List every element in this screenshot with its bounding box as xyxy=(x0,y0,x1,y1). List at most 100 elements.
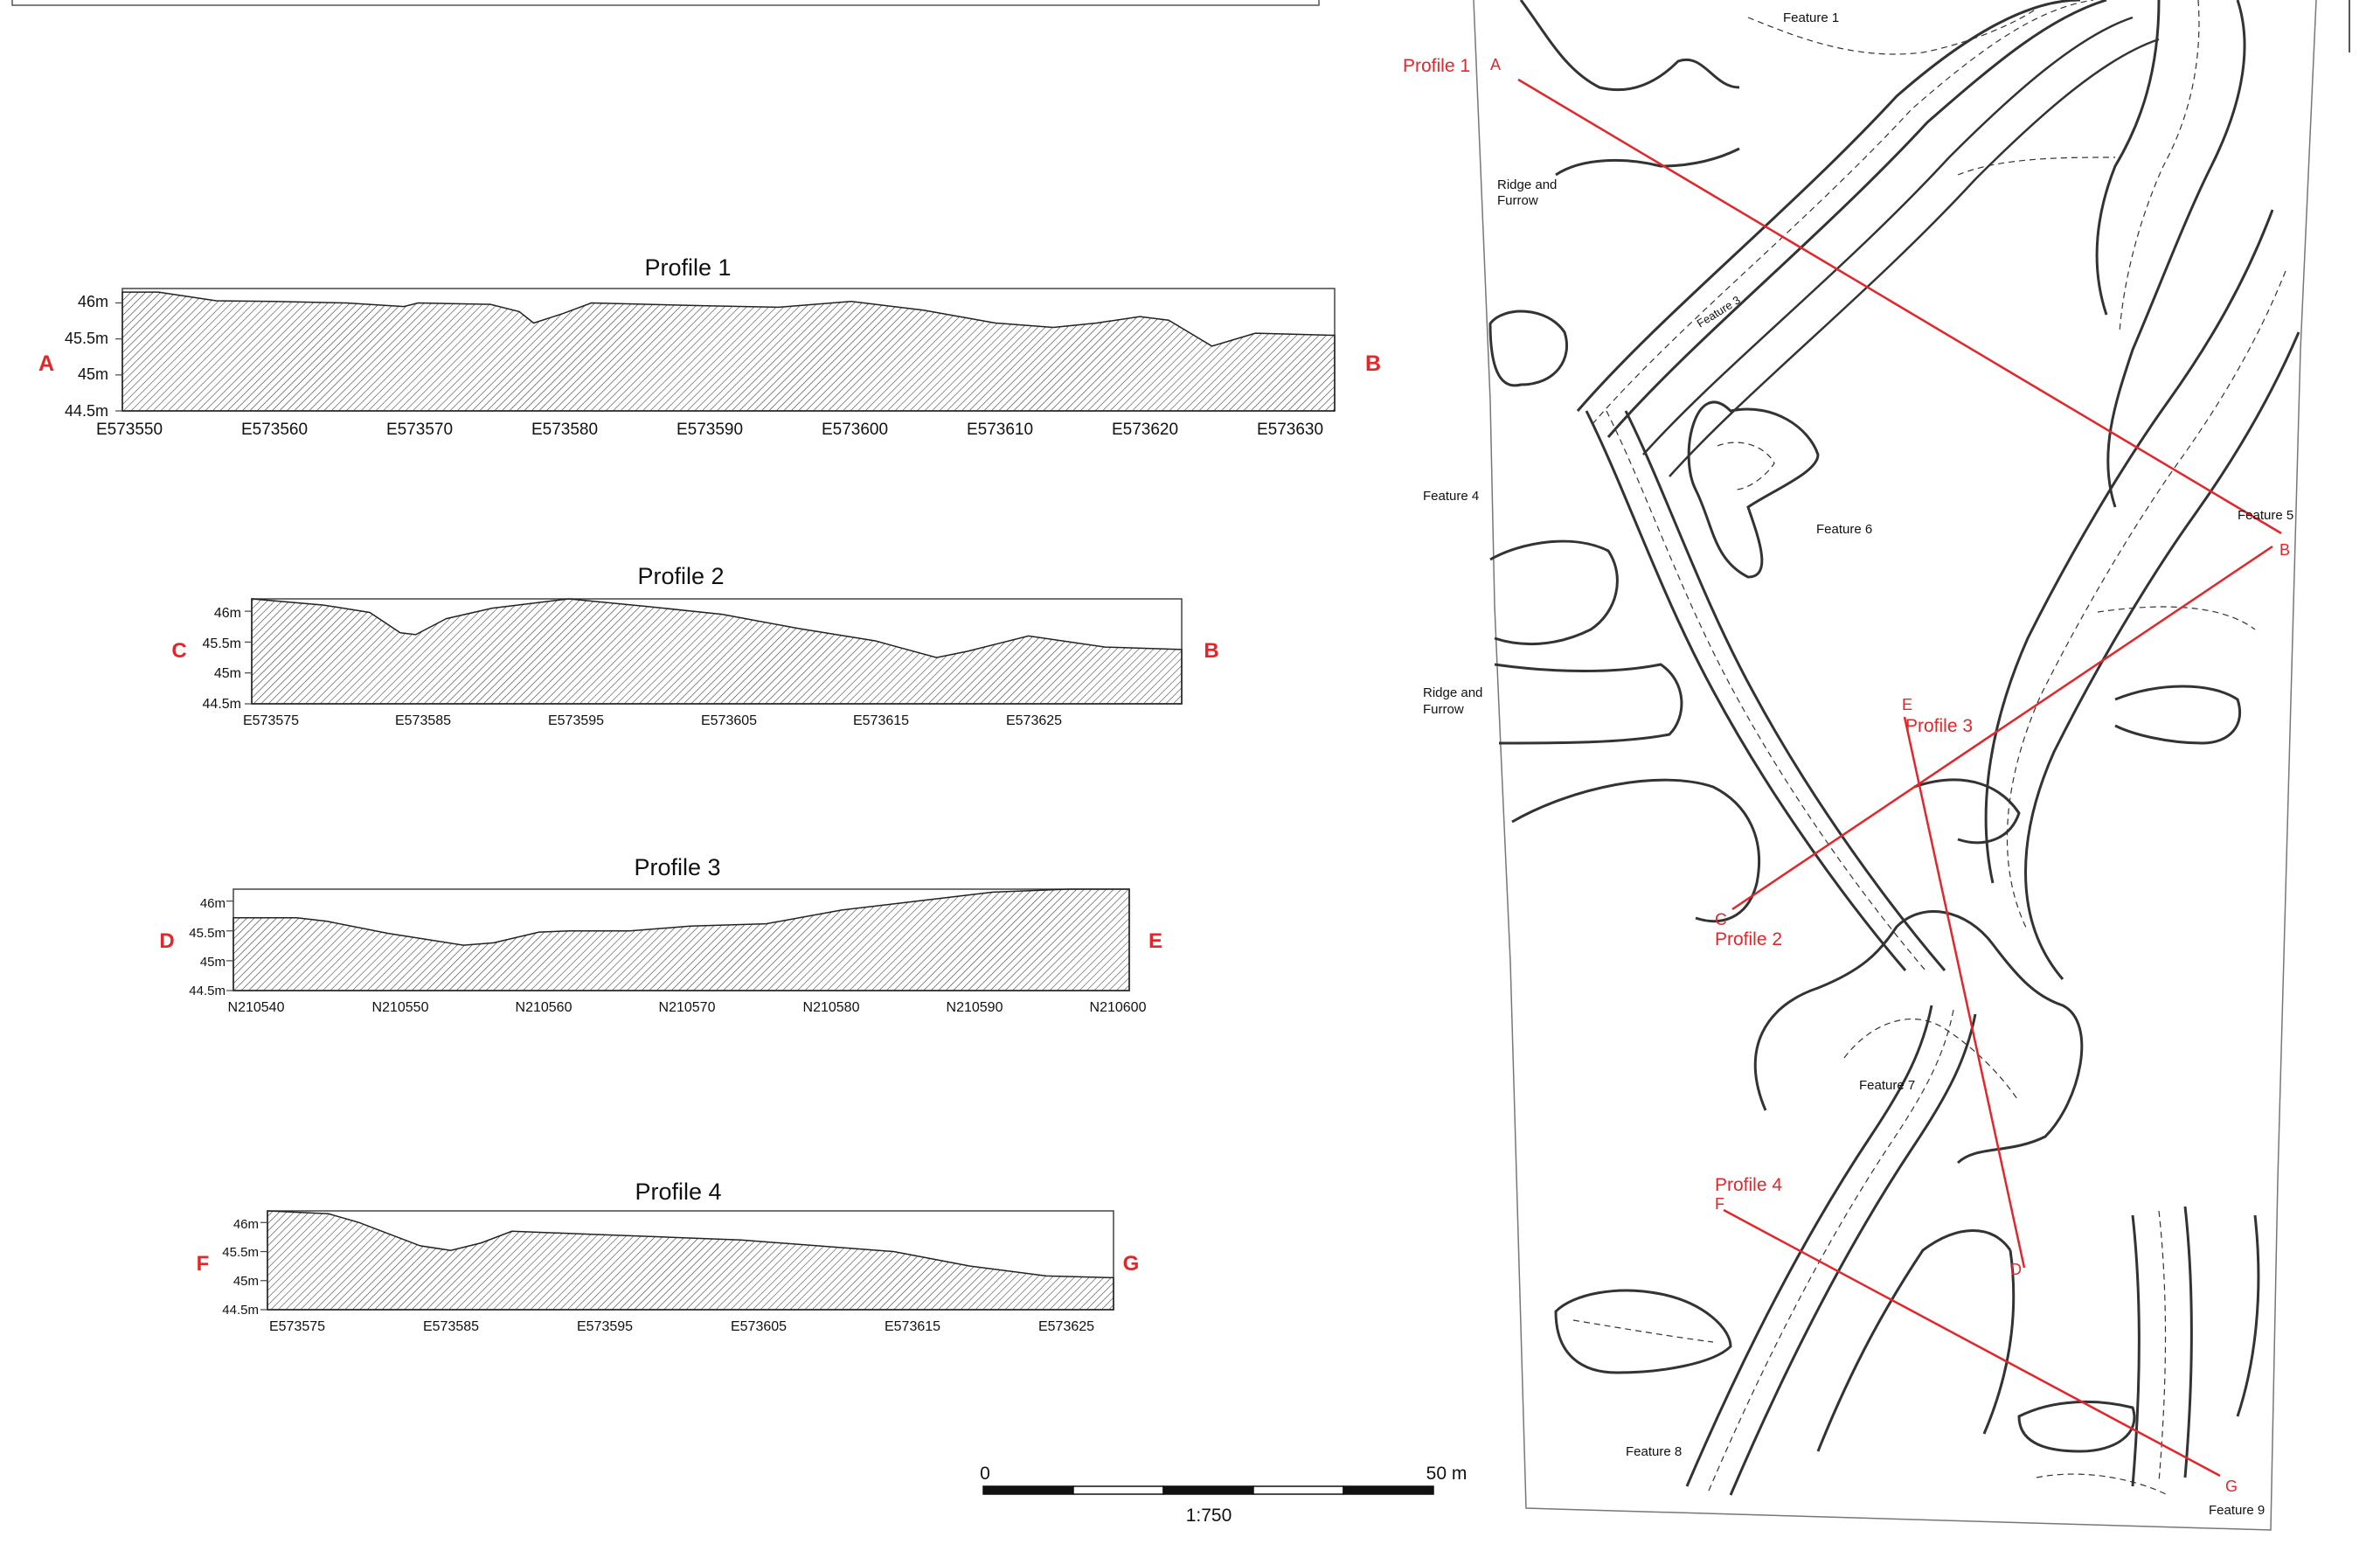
profile-2-y-tick-label: 45m xyxy=(214,666,241,681)
profile-3-x-tick-label: N210600 xyxy=(1090,1000,1147,1015)
feature-5-label: Feature 5 xyxy=(2238,508,2293,523)
map-point-d: D xyxy=(2010,1261,2022,1278)
profile-4-x-tick-label: E573615 xyxy=(885,1319,940,1334)
map-point-f: F xyxy=(1715,1195,1724,1213)
profile-3-y-tick-label: 45.5m xyxy=(189,926,226,941)
profile-3-y-tick-label: 44.5m xyxy=(189,984,226,998)
profile-4-x-axis: E573575 E573585 E573595 E573605 E573615 … xyxy=(269,1319,1094,1334)
map-point-e: E xyxy=(1902,696,1912,713)
scale-bar-segment xyxy=(1162,1485,1254,1495)
scale-bar-segment xyxy=(1343,1485,1434,1495)
map-profile-1-label: Profile 1 xyxy=(1403,56,1470,76)
profile-4-end-label: G xyxy=(1123,1252,1140,1276)
profile-1-x-tick-label: E573630 xyxy=(1257,421,1323,439)
profile-2-y-tick-label: 44.5m xyxy=(203,697,241,712)
profile-2-x-axis: E573575 E573585 E573595 E573605 E573615 … xyxy=(243,713,1062,728)
scale-bar-start: 0 xyxy=(980,1464,990,1484)
profile-3-y-tick-label: 46m xyxy=(200,896,226,911)
profile-2-x-tick-label: E573575 xyxy=(243,713,299,728)
profile-2-y-tick-label: 45.5m xyxy=(203,636,241,651)
profile-4-x-tick-label: E573595 xyxy=(577,1319,633,1334)
profile-point-labels: Profile 1 A B C Profile 2 D E Profile 3 … xyxy=(1403,56,2290,1495)
profile-1-end-label: B xyxy=(1365,351,1381,376)
profile-4-start-label: F xyxy=(197,1252,210,1276)
survey-map: Profile 1 A B C Profile 2 D E Profile 3 … xyxy=(1403,0,2350,1531)
profile-1-section-line xyxy=(1517,78,2282,535)
feature-3-bank xyxy=(1576,0,2160,477)
map-profile-3-label: Profile 3 xyxy=(1905,716,1973,736)
profile-2-end-label: B xyxy=(1204,639,1218,663)
feature-6-label: Feature 6 xyxy=(1816,522,1872,537)
profile-2-start-label: C xyxy=(171,639,186,663)
feature-7-bank xyxy=(1585,410,1946,971)
profile-1-y-tick-label: 45.5m xyxy=(65,330,108,347)
profile-1-x-tick-label: E573570 xyxy=(386,421,453,439)
profile-3-x-tick-label: N210570 xyxy=(659,1000,716,1015)
map-point-b: B xyxy=(2279,541,2290,559)
profile-3-x-tick-label: N210590 xyxy=(947,1000,1003,1015)
profile-4-y-tick-label: 46m xyxy=(233,1217,259,1232)
profile-4-x-tick-label: E573585 xyxy=(423,1319,479,1334)
map-profile-2-label: Profile 2 xyxy=(1715,929,1782,949)
profile-1-start-label: A xyxy=(38,351,54,376)
ridge-and-furrow-label-1: Ridge and xyxy=(1497,177,1557,192)
profile-3-x-tick-label: N210550 xyxy=(372,1000,429,1015)
map-boundary xyxy=(1473,0,2317,1531)
profile-3-start-label: D xyxy=(159,929,174,953)
profile-1-y-tick-label: 45m xyxy=(78,365,108,383)
profile-4-x-tick-label: E573605 xyxy=(731,1319,787,1334)
profile-4-y-tick-label: 45m xyxy=(233,1274,259,1289)
profile-2-x-tick-label: E573605 xyxy=(701,713,757,728)
ridge-and-furrow-label-2: Ridge and xyxy=(1423,685,1482,700)
profile-3-end-label: E xyxy=(1148,929,1162,953)
profile-1-x-tick-label: E573620 xyxy=(1112,421,1178,439)
profile-4-title: Profile 4 xyxy=(635,1179,721,1205)
map-profile-4-label: Profile 4 xyxy=(1715,1175,1782,1195)
feature-labels: Feature 1 Feature 3 Feature 4 Feature 5 … xyxy=(1423,10,2293,1518)
profile-2-x-tick-label: E573615 xyxy=(853,713,909,728)
profile-2: Profile 2 46m 45.5m 45m 44.5m E573575 E5… xyxy=(171,563,1218,728)
profile-1-title: Profile 1 xyxy=(644,254,731,281)
profile-4-section-line xyxy=(1723,1208,2221,1478)
feature-7-basin xyxy=(1753,910,2084,1165)
profile-2-y-axis: 46m 45.5m 45m 44.5m xyxy=(203,606,241,712)
scale-bar-segment xyxy=(1252,1485,1344,1495)
profile-1-x-tick-label: E573560 xyxy=(241,421,308,439)
feature-8-label: Feature 8 xyxy=(1626,1444,1682,1459)
profile-1-x-axis: E573550 E573560 E573570 E573580 E573590 … xyxy=(96,421,1323,439)
top-frame-fragment xyxy=(11,0,1320,6)
profile-2-x-tick-label: E573585 xyxy=(395,713,451,728)
southern-banks xyxy=(1685,1005,2016,1496)
profile-4-x-tick-label: E573625 xyxy=(1038,1319,1094,1334)
scale-bar-segment xyxy=(982,1485,1074,1495)
profile-2-section-line xyxy=(1731,545,2273,911)
feature-9-label: Feature 9 xyxy=(2209,1503,2265,1518)
profile-4-x-tick-label: E573575 xyxy=(269,1319,325,1334)
profile-2-title: Profile 2 xyxy=(637,563,724,589)
profile-2-x-tick-label: E573625 xyxy=(1006,713,1062,728)
profile-lines xyxy=(1517,78,2282,1478)
feature-8-lobe xyxy=(1554,1206,2260,1496)
profile-1-y-tick-label: 44.5m xyxy=(65,402,108,420)
profile-1-x-tick-label: E573590 xyxy=(677,421,743,439)
profile-1-terrain xyxy=(121,291,1336,412)
ridge-and-furrow-label-1: Furrow xyxy=(1497,193,1538,208)
profile-3-x-tick-label: N210560 xyxy=(516,1000,572,1015)
profile-3: Profile 3 46m 45.5m 45m 44.5m N210540 N2… xyxy=(159,854,1162,1015)
profile-2-y-tick-label: 46m xyxy=(214,606,241,621)
profile-3-y-tick-label: 45m xyxy=(200,955,226,970)
profile-3-x-tick-label: N210540 xyxy=(228,1000,285,1015)
profile-1-x-tick-label: E573600 xyxy=(822,421,888,439)
scale-ratio: 1:750 xyxy=(1186,1506,1232,1526)
profile-3-section-line xyxy=(1903,716,2026,1269)
map-point-a: A xyxy=(1490,56,1501,73)
feature-6-ring xyxy=(1488,309,2256,923)
scale-bar-segment xyxy=(1072,1485,1164,1495)
map-point-g: G xyxy=(2225,1478,2238,1495)
profile-3-x-axis: N210540 N210550 N210560 N210570 N210580 … xyxy=(228,1000,1147,1015)
profile-3-y-axis: 46m 45.5m 45m 44.5m xyxy=(189,896,226,998)
profile-1-x-tick-label: E573610 xyxy=(967,421,1033,439)
profile-4-y-axis: 46m 45.5m 45m 44.5m xyxy=(222,1217,259,1318)
profile-1-y-tick-label: 46m xyxy=(78,293,108,310)
